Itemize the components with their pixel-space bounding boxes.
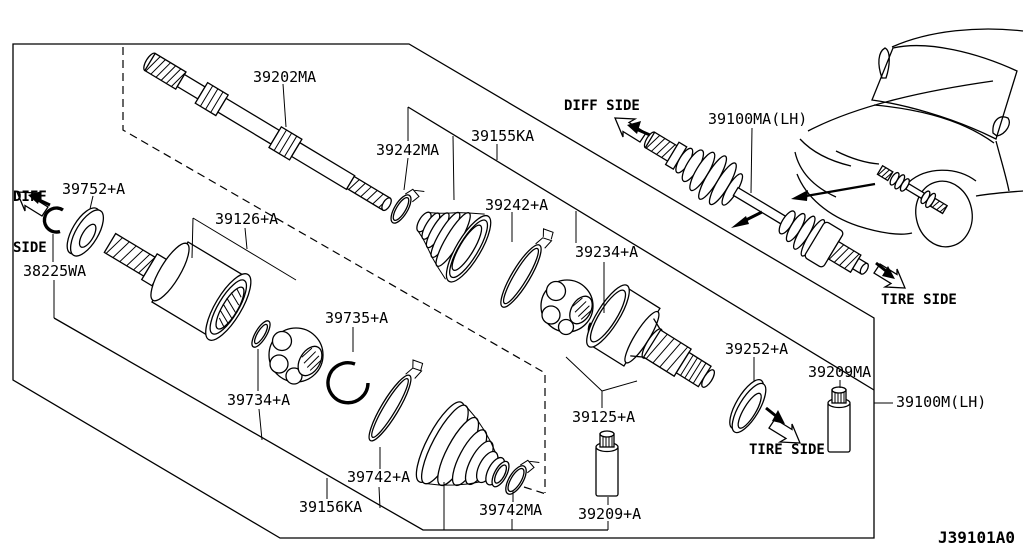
part-label-39752-a: 39752+A — [62, 180, 126, 198]
inner-shaft-drawing — [143, 52, 392, 212]
car-sketch — [791, 28, 1024, 248]
part-label-39100ma-lh: 39100MA(LH) — [708, 110, 808, 128]
joint-housing-39126-drawing — [150, 241, 252, 341]
part-label-39735-a: 39735+A — [325, 309, 389, 327]
axle-location-sketch — [876, 164, 949, 215]
boot-band-39742a-drawing — [368, 359, 424, 442]
cv-boot-outer-drawing — [416, 211, 492, 283]
part-label-39252-a: 39252+A — [725, 340, 789, 358]
spider-assembly-outer-drawing — [540, 279, 594, 336]
leader-lines — [52, 83, 893, 530]
diff-side-left-line1: DIFF — [13, 189, 47, 205]
diff-side-top-arrow — [614, 117, 651, 143]
diagram-border — [12, 43, 875, 539]
part-label-39100m-lh: 39100M(LH) — [896, 393, 987, 411]
part-label-39126-a: 39126+A — [215, 210, 279, 228]
boot-clamp-39242ma-drawing — [390, 188, 425, 224]
boot-band-39242a-drawing — [500, 228, 554, 308]
part-label-39202ma: 39202MA — [253, 68, 317, 86]
assembled-drive-shaft-drawing — [643, 131, 869, 275]
stub-shaft-drawing — [103, 232, 169, 287]
part-label-38225wa: 38225WA — [23, 262, 87, 280]
assembly-direction-arrow — [731, 210, 763, 228]
part-label-39209-a: 39209+A — [578, 505, 642, 523]
part-label-39209ma: 39209MA — [808, 363, 872, 381]
diff-side-top-label: DIFF SIDE — [564, 98, 640, 114]
tire-side-right-label: TIRE SIDE — [881, 292, 957, 308]
part-label-39242ma: 39242MA — [376, 141, 440, 159]
spider-assembly-inner-drawing — [268, 327, 324, 385]
part-label-39734-a: 39734+A — [227, 391, 291, 409]
grease-tube-39209a-drawing — [595, 430, 619, 497]
part-label-39242-a: 39242+A — [485, 196, 549, 214]
boot-clamp-39742ma-drawing — [505, 459, 540, 495]
diff-side-left-label: DIFF SIDE — [13, 155, 47, 274]
location-pointer-arrow — [791, 182, 876, 201]
drawing-code: J39101A0 — [938, 528, 1016, 547]
washer-39752a-drawing — [66, 207, 105, 257]
spacer-ring-39734-drawing — [251, 320, 271, 348]
diff-side-left-arrow — [16, 191, 51, 217]
dished-ring-39252-drawing — [729, 379, 767, 434]
tire-side-bottom-label: TIRE SIDE — [749, 442, 825, 458]
cv-boot-inner-drawing — [415, 401, 510, 488]
tire-side-bottom-arrow — [765, 406, 801, 444]
part-label-39234-a: 39234+A — [575, 243, 639, 261]
part-label-39156ka: 39156KA — [299, 498, 363, 516]
grease-tube-39209ma-drawing — [827, 386, 851, 453]
circlip-39735-drawing — [326, 361, 370, 405]
diff-side-left-line2: SIDE — [13, 240, 47, 256]
tire-side-right-arrow — [873, 261, 906, 289]
part-label-39125-a: 39125+A — [572, 408, 636, 426]
snap-ring-38225wa-drawing — [42, 206, 64, 234]
part-label-39742-a: 39742+A — [347, 468, 411, 486]
cv-joint-39125-drawing — [586, 284, 716, 388]
part-label-39742ma: 39742MA — [479, 501, 543, 519]
part-label-39155ka: 39155KA — [471, 127, 535, 145]
